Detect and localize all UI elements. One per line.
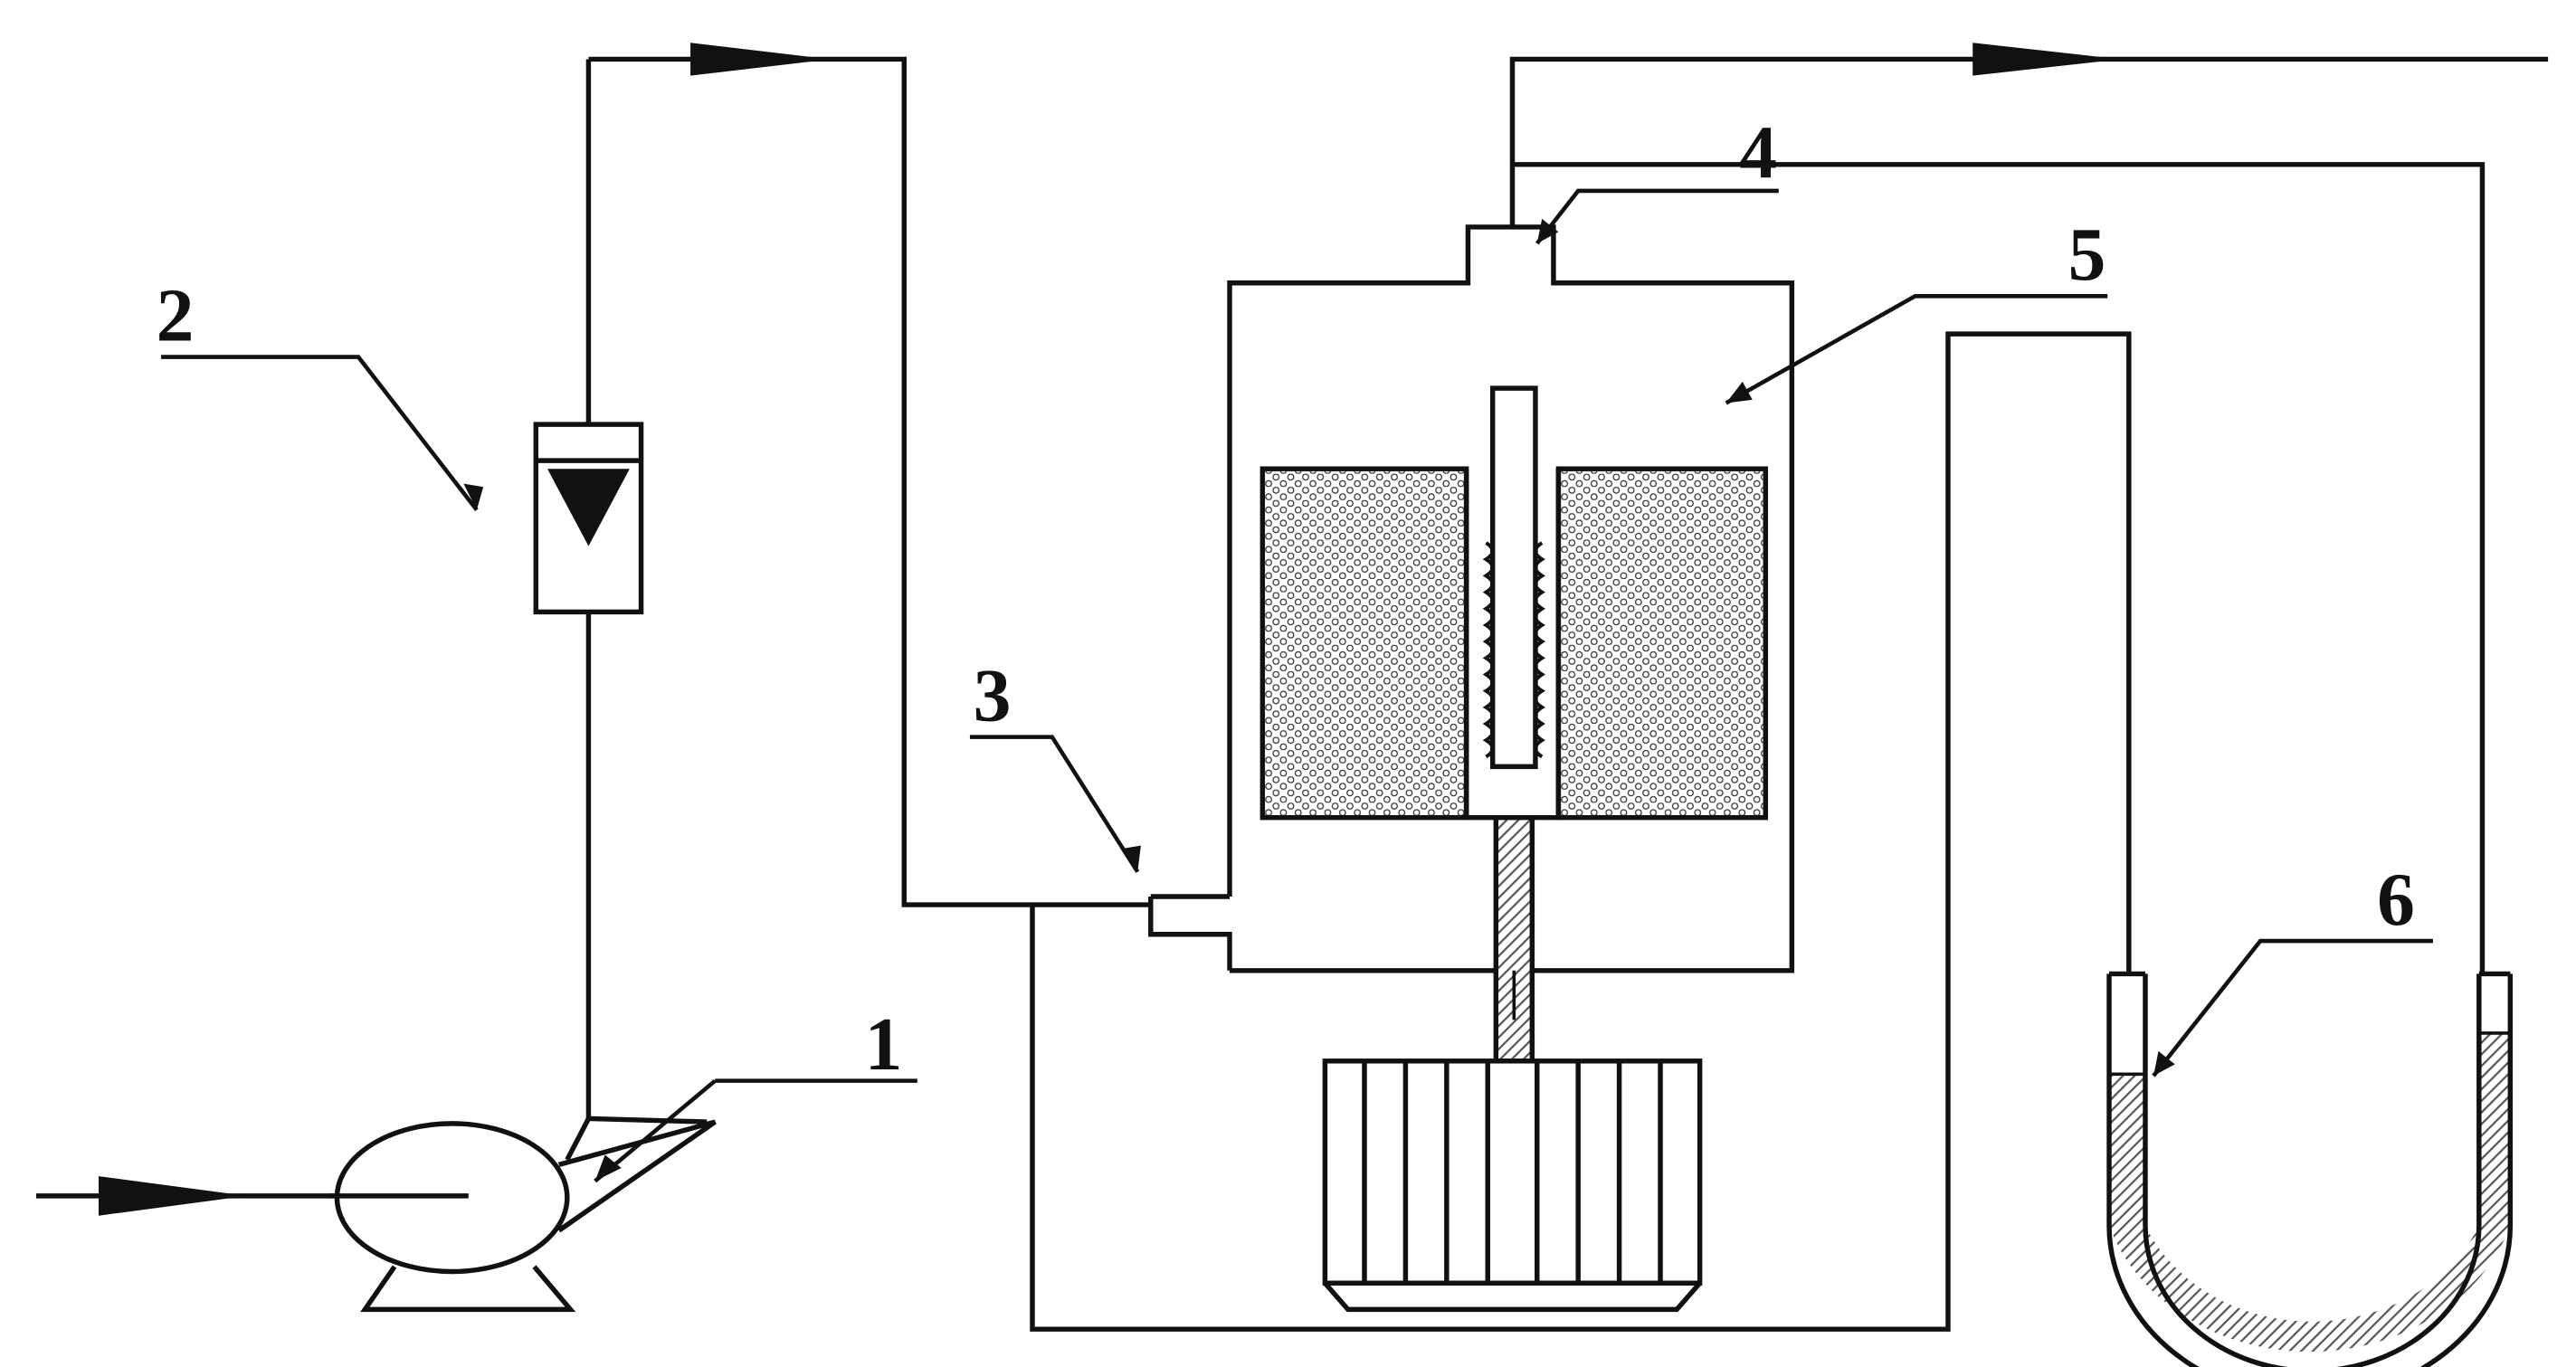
reactor-vessel [1227, 224, 1795, 973]
u-tube-manometer [2106, 971, 2514, 1367]
outlet-arrow-icon [1972, 43, 2121, 76]
label-1: 1 [865, 1003, 903, 1087]
inlet-arrow-icon [99, 1176, 247, 1216]
flowmeter [533, 59, 644, 1119]
stirrer [1463, 385, 1562, 1064]
leader-arrow-2-icon [463, 483, 484, 510]
leader-arrow-4-icon [1536, 218, 1559, 244]
pump [35, 1115, 717, 1313]
label-2: 2 [157, 274, 195, 357]
packing-left [1259, 466, 1469, 821]
leader-arrow-6-icon [2153, 1050, 2175, 1077]
leader-arrow-5-icon [1725, 381, 1753, 403]
packing-right [1555, 466, 1769, 821]
label-4: 4 [1739, 111, 1777, 195]
leader-lines [161, 188, 2433, 1183]
supply-line [588, 56, 1151, 907]
label-3: 3 [974, 654, 1012, 737]
leader-arrow-1-icon [594, 1154, 622, 1182]
inlet-nozzle [1148, 894, 1232, 971]
pressure-line [1030, 331, 2132, 1332]
motor [1322, 1058, 1703, 1313]
flow-arrow-top-icon [690, 43, 831, 76]
outlet-line [1509, 56, 2549, 974]
label-6: 6 [2377, 859, 2415, 942]
leader-arrow-3-icon [1121, 845, 1141, 872]
label-5: 5 [2068, 214, 2106, 297]
